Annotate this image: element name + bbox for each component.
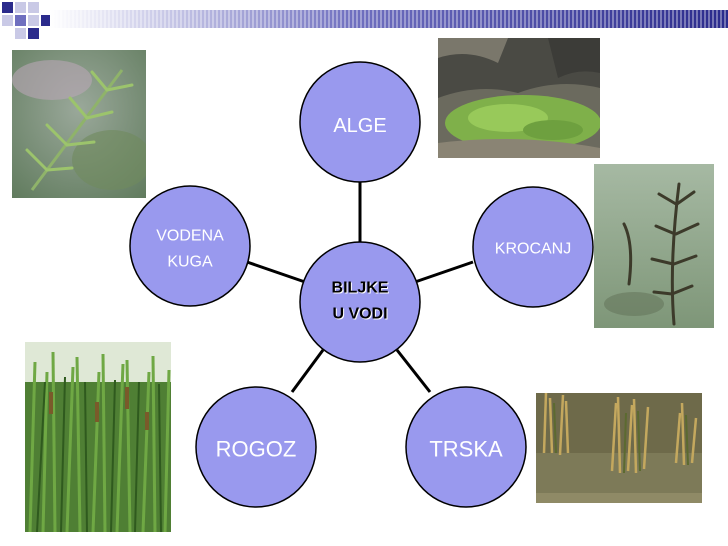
link-krocanj	[414, 260, 474, 284]
center-label-1-shadow: BILJKE	[333, 281, 390, 298]
photo-krocanj	[594, 164, 714, 328]
center-label-2-shadow: U VODI	[333, 307, 388, 324]
link-trska	[395, 349, 432, 393]
corner-logo	[2, 2, 50, 39]
diagram-links	[246, 182, 474, 393]
center-label-2: U VODI	[332, 306, 387, 323]
node-vodena-kuga: VODENA KUGA	[129, 185, 251, 307]
photo-vodena-kuga	[12, 50, 146, 198]
node-alge: ALGE	[299, 61, 421, 183]
node-rogoz: ROGOZ	[195, 386, 317, 508]
link-vodena-kuga	[246, 260, 306, 284]
photo-alge	[438, 38, 600, 158]
node-center: BILJKE BILJKE U VODI U VODI	[299, 241, 421, 363]
photo-rogoz	[25, 342, 171, 532]
node-rogoz-label: ROGOZ	[216, 437, 297, 462]
node-trska: TRSKA	[405, 386, 527, 508]
node-vodena-kuga-label-1: VODENA	[156, 228, 224, 245]
photo-trska	[536, 393, 702, 503]
node-krocanj: KROCANJ	[472, 186, 594, 308]
node-trska-label: TRSKA	[429, 437, 503, 462]
node-vodena-kuga-label-2: KUGA	[167, 254, 213, 271]
link-rogoz	[290, 349, 325, 393]
center-label-1: BILJKE	[332, 280, 389, 297]
node-krocanj-label: KROCANJ	[495, 241, 571, 258]
node-alge-label: ALGE	[333, 115, 386, 137]
header-band	[2, 2, 728, 39]
